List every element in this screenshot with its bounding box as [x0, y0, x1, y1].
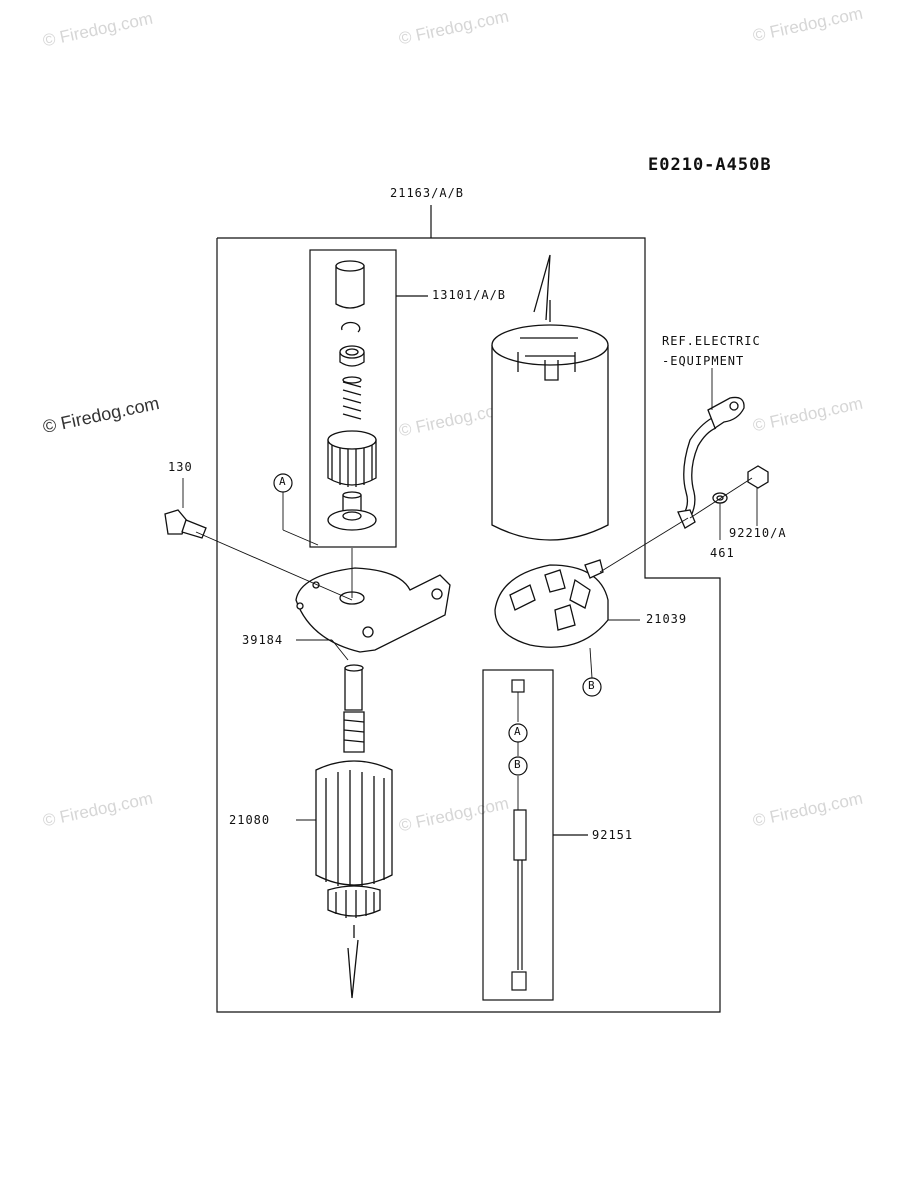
through-bolt-parts	[511, 679, 527, 991]
diagram-code: E0210-A450B	[648, 155, 772, 175]
label-armature: 21080	[229, 813, 271, 827]
armature	[315, 664, 393, 999]
drive-subassembly-box	[309, 249, 397, 548]
callout-a: A	[279, 475, 286, 488]
leader-lines	[182, 368, 758, 821]
label-ref-line2: -EQUIPMENT	[662, 354, 745, 368]
callout-a: A	[514, 725, 521, 738]
label-brush-holder: 21039	[646, 612, 688, 626]
label-ref-line1: REF.ELECTRIC	[662, 334, 761, 348]
label-nut: 92210/A	[729, 526, 787, 540]
label-through-bolt: 92151	[592, 828, 634, 842]
label-bracket: 39184	[242, 633, 284, 647]
brush-holder	[494, 559, 609, 648]
assembly-frame	[216, 237, 721, 1013]
callout-b: B	[514, 758, 521, 771]
label-washer: 461	[710, 546, 735, 560]
field-frame	[491, 254, 609, 541]
callout-b: B	[588, 679, 595, 692]
drive-parts	[327, 260, 377, 531]
label-bolt: 130	[168, 460, 193, 474]
label-drive: 13101/A/B	[432, 288, 507, 302]
cable-parts	[677, 396, 769, 529]
bolt	[164, 509, 207, 539]
label-assembly: 21163/A/B	[390, 186, 465, 200]
front-bracket	[295, 567, 451, 653]
callout-circles	[273, 473, 602, 776]
